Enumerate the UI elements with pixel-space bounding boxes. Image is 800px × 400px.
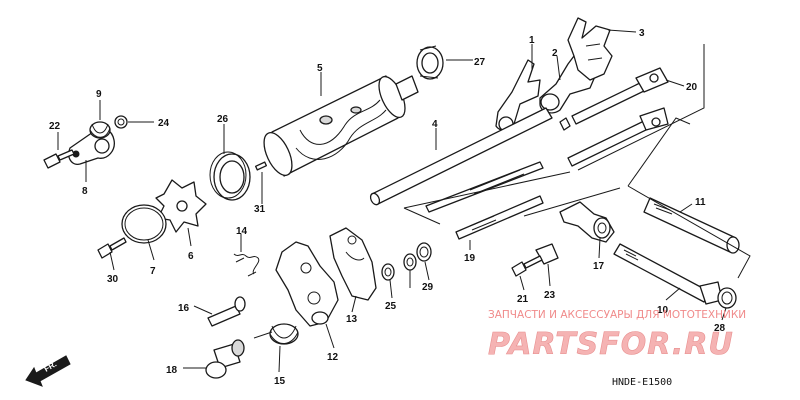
gearshift-spindle <box>425 161 544 240</box>
return-spring-14 <box>233 253 260 277</box>
bolt-22 <box>43 149 75 169</box>
bolt-21 <box>511 255 543 277</box>
callout-8: 8 <box>82 186 88 197</box>
callout-12: 12 <box>327 352 339 363</box>
callout-5: 5 <box>317 63 323 74</box>
callout-23: 23 <box>544 290 556 301</box>
return-spring-15 <box>253 323 299 345</box>
callout-3: 3 <box>639 28 645 39</box>
callout-13: 13 <box>346 314 358 325</box>
callout-30: 30 <box>107 274 119 285</box>
callout-28: 28 <box>714 323 726 334</box>
callout-20: 20 <box>686 82 698 93</box>
collar-18 <box>205 339 245 379</box>
plate-gasket <box>121 204 167 244</box>
callout-9: 9 <box>96 89 102 100</box>
washer-25 <box>381 263 395 281</box>
gearshift-arm <box>329 227 377 301</box>
callout-15: 15 <box>274 376 286 387</box>
callout-10: 10 <box>657 305 669 316</box>
gearshift-plate <box>275 241 339 327</box>
watermark-caption: ЗАПЧАСТИ И АКСЕССУАРЫ ДЛЯ МОТОТЕХНИКИ <box>488 309 746 321</box>
callout-2: 2 <box>552 48 558 59</box>
callout-18: 18 <box>166 365 178 376</box>
gearshift-shaft-11 <box>643 197 740 254</box>
shift-drum-center <box>155 179 207 233</box>
callout-27: 27 <box>474 57 486 68</box>
gearshift-shaft-10 <box>613 243 723 305</box>
callout-29: 29 <box>422 282 434 293</box>
callout-31: 31 <box>254 204 266 215</box>
assembly-brackets <box>403 44 751 279</box>
callout-7: 7 <box>150 266 156 277</box>
front-direction-marker: FR. <box>25 355 71 387</box>
callout-1: 1 <box>529 35 535 46</box>
callout-16: 16 <box>178 303 190 314</box>
callout-4: 4 <box>432 119 438 130</box>
callout-19: 19 <box>464 253 476 264</box>
callout-6: 6 <box>188 251 194 262</box>
diagram-code: HNDE-E1500 <box>612 377 672 388</box>
stopper-spring <box>89 121 111 139</box>
fork-shaft-upper <box>559 67 669 131</box>
shift-arm-17 <box>559 201 615 243</box>
dowel-pin <box>254 161 268 171</box>
shift-fork-3 <box>567 17 613 81</box>
callout-26: 26 <box>217 114 229 125</box>
callout-24: 24 <box>158 118 170 129</box>
shift-drum <box>263 75 419 177</box>
bolt-30 <box>97 237 127 259</box>
callout-14: 14 <box>236 226 248 237</box>
pin-16 <box>207 296 246 327</box>
callout-21: 21 <box>517 294 529 305</box>
oil-seal <box>209 151 251 201</box>
washer-29 <box>403 242 432 271</box>
callout-11: 11 <box>695 197 706 208</box>
callout-labels: 1 2 3 4 5 6 7 8 9 10 11 12 13 15 16 17 1… <box>49 28 726 387</box>
callout-22: 22 <box>49 121 61 132</box>
callout-17: 17 <box>593 261 605 272</box>
watermark-logo: PARTSFOR.RU <box>488 327 734 362</box>
washer <box>114 115 128 129</box>
leader-lines <box>57 29 727 373</box>
front-arrow-icon <box>25 355 71 387</box>
oil-seal-28 <box>717 287 737 309</box>
fork-shaft-4 <box>369 107 553 206</box>
bearing <box>416 45 444 80</box>
fork-shaft-lower <box>567 107 669 167</box>
callout-25: 25 <box>385 301 397 312</box>
watermark: ЗАПЧАСТИ И АКСЕССУАРЫ ДЛЯ МОТОТЕХНИКИ PA… <box>488 309 746 362</box>
